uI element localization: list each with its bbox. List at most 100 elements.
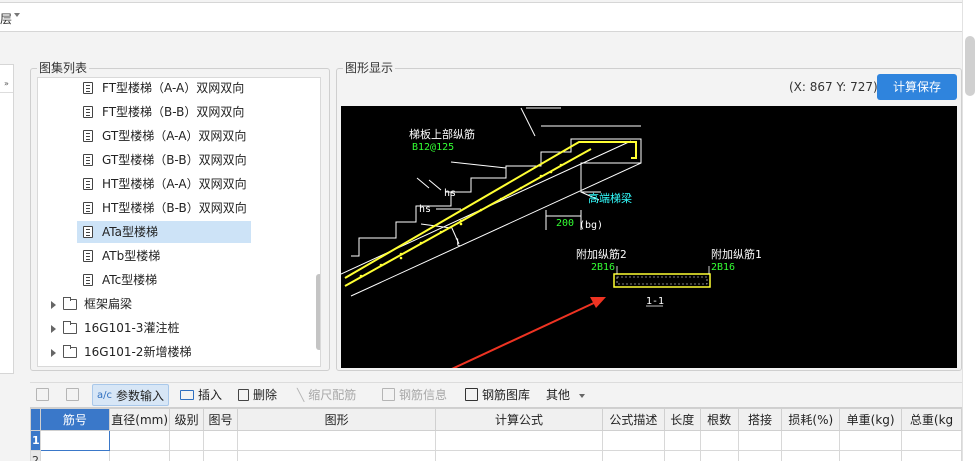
- table-cell[interactable]: [737, 430, 783, 451]
- table-cell[interactable]: [663, 450, 701, 461]
- table-cell[interactable]: [39, 450, 111, 461]
- tree-item[interactable]: ATc型楼梯: [38, 269, 306, 291]
- calculate-save-button[interactable]: 计算保存: [877, 74, 957, 100]
- label-extra-rebar-1: 附加纵筋1: [711, 247, 762, 261]
- column-header[interactable]: 公式描述: [601, 408, 665, 431]
- chevron-down-icon[interactable]: [14, 13, 20, 17]
- column-header[interactable]: 长度: [663, 408, 701, 431]
- expand-panel-icon[interactable]: »: [0, 75, 13, 93]
- document-icon: [83, 202, 93, 214]
- table-cell[interactable]: [781, 430, 841, 451]
- column-header[interactable]: 总重(kg: [901, 408, 962, 431]
- expand-arrow-icon[interactable]: [51, 325, 56, 333]
- document-icon: [83, 178, 93, 190]
- table-row[interactable]: 1: [30, 430, 962, 451]
- table-cell[interactable]: [203, 450, 238, 461]
- table-cell[interactable]: [236, 430, 437, 451]
- table-cell[interactable]: [169, 430, 205, 451]
- other-dropdown[interactable]: 其他: [546, 384, 585, 406]
- tree-folder[interactable]: 16G101-3灌注桩: [38, 317, 306, 339]
- info-icon: [382, 388, 395, 401]
- tree-folder[interactable]: 框架扁梁: [38, 293, 306, 315]
- expand-arrow-icon[interactable]: [51, 301, 56, 309]
- tree-item[interactable]: HT型楼梯（A-A）双网双向: [38, 173, 306, 195]
- table-cell[interactable]: [39, 430, 111, 451]
- table-cell[interactable]: [839, 450, 903, 461]
- insert-button[interactable]: 插入: [180, 384, 222, 406]
- column-header[interactable]: 级别: [169, 408, 205, 431]
- label-hs-side: hs: [419, 204, 431, 215]
- table-cell[interactable]: [435, 450, 603, 461]
- column-header[interactable]: 搭接: [737, 408, 783, 431]
- rebar-dots: [359, 163, 563, 278]
- table-cell[interactable]: [901, 450, 962, 461]
- column-header[interactable]: 计算公式: [435, 408, 603, 431]
- tree-scrollbar[interactable]: [316, 78, 320, 366]
- trash-icon: [238, 388, 249, 401]
- table-cell[interactable]: [839, 430, 903, 451]
- column-header[interactable]: 根数: [699, 408, 739, 431]
- column-header[interactable]: 直径(mm): [109, 408, 171, 431]
- tree-item-selected[interactable]: ATa型楼梯: [77, 221, 251, 243]
- table-row[interactable]: 2: [30, 450, 962, 461]
- table-cell[interactable]: [781, 450, 841, 461]
- rebar-info-button[interactable]: 钢筋信息: [382, 384, 447, 406]
- tree-scrollbar-thumb[interactable]: [316, 274, 320, 350]
- table-cell[interactable]: [601, 450, 665, 461]
- document-icon: [83, 106, 93, 118]
- floor-selector-value: 层: [0, 12, 13, 26]
- column-header[interactable]: 单重(kg): [839, 408, 903, 431]
- label-l: l: [455, 238, 461, 249]
- left-collapsed-panel: »: [0, 64, 14, 374]
- row-number[interactable]: 1: [30, 430, 41, 451]
- label-bg: (bg): [579, 220, 603, 231]
- document-icon: [83, 154, 93, 166]
- table-cell[interactable]: [663, 430, 701, 451]
- table-cell[interactable]: [109, 450, 171, 461]
- window-scrollbar[interactable]: [962, 0, 976, 461]
- scale-rebar-button[interactable]: ╲缩尺配筋: [297, 384, 356, 406]
- table-cell[interactable]: [901, 430, 962, 451]
- tree-item[interactable]: GT型楼梯（A-A）双网双向: [38, 125, 306, 147]
- column-header[interactable]: 损耗(%): [781, 408, 841, 431]
- document-icon: [83, 82, 93, 94]
- move-up-button[interactable]: [36, 384, 53, 406]
- corner-cell: [30, 408, 41, 431]
- tree-item[interactable]: GT型楼梯（B-B）双网双向: [38, 149, 306, 171]
- document-icon: [83, 274, 93, 286]
- row-number[interactable]: 2: [30, 450, 41, 461]
- table-cell[interactable]: [699, 450, 739, 461]
- table-cell[interactable]: [737, 450, 783, 461]
- floor-selector[interactable]: 层: [0, 2, 963, 32]
- table-cell[interactable]: [601, 430, 665, 451]
- table-cell[interactable]: [236, 450, 437, 461]
- move-down-button[interactable]: [66, 384, 83, 406]
- column-header[interactable]: 图形: [236, 408, 437, 431]
- table-cell[interactable]: [203, 430, 238, 451]
- delete-button[interactable]: 删除: [238, 384, 277, 406]
- label-high-beam: 高端梯梁: [588, 191, 632, 205]
- scrollbar-thumb[interactable]: [965, 36, 975, 96]
- rebar-library-button[interactable]: 钢筋图库: [465, 384, 530, 406]
- drawing-canvas[interactable]: 梯板上部纵筋 B12@125 hs hs l 高端梯梁 200 (bg) 附加纵…: [341, 106, 957, 368]
- tree-folder[interactable]: 16G101-2新增楼梯: [38, 341, 306, 363]
- table-cell[interactable]: [169, 450, 205, 461]
- arrow-up-icon: [36, 388, 49, 401]
- tree-item[interactable]: FT型楼梯（A-A）双网双向: [38, 78, 306, 99]
- document-icon: [83, 130, 93, 142]
- table-cell[interactable]: [109, 430, 171, 451]
- tree-item[interactable]: ATb型楼梯: [38, 245, 306, 267]
- column-header[interactable]: 图号: [203, 408, 238, 431]
- document-icon: [83, 226, 93, 238]
- folder-icon: [63, 345, 77, 358]
- table-cell[interactable]: [699, 430, 739, 451]
- tree-item[interactable]: FT型楼梯（B-B）双网双向: [38, 101, 306, 123]
- expand-arrow-icon[interactable]: [51, 349, 56, 357]
- tree-item[interactable]: HT型楼梯（B-B）双网双向: [38, 197, 306, 219]
- folder-icon: [63, 297, 77, 310]
- table-cell[interactable]: [435, 430, 603, 451]
- label-extra-rebar-1-spec: 2B16: [711, 262, 735, 273]
- column-header[interactable]: 筋号: [39, 408, 111, 431]
